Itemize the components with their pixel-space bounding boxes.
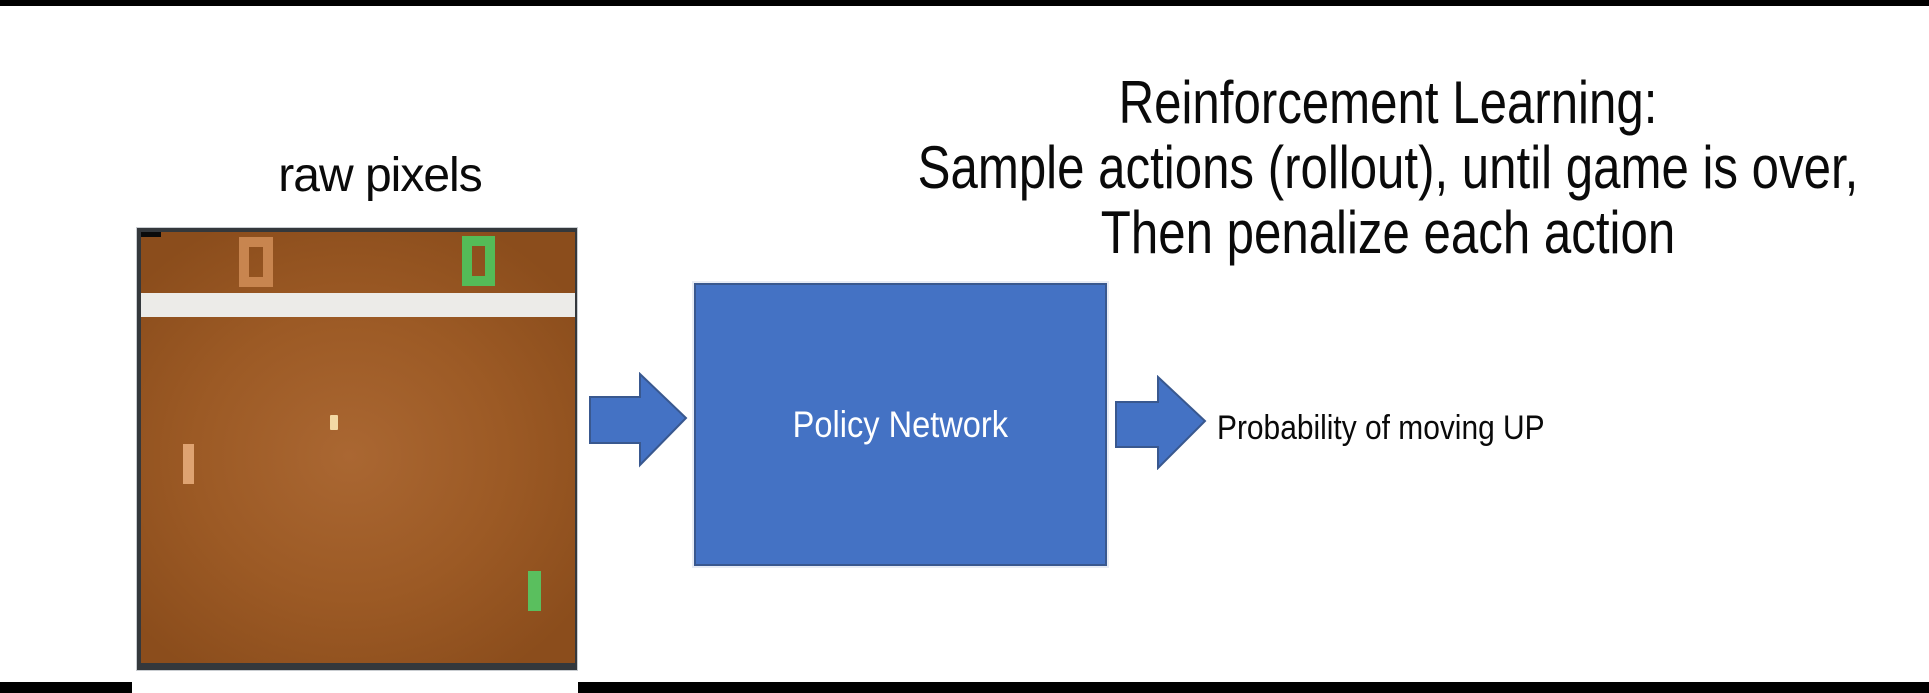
output-arrow-icon (1115, 375, 1207, 470)
left-paddle (183, 444, 194, 484)
left-score-digit (239, 237, 273, 287)
bottom-letterbox-bar-right (578, 682, 1929, 693)
pong-screenshot (137, 228, 577, 670)
screen-notch (141, 232, 161, 237)
slide-title-line-2: Sample actions (rollout), until game is … (917, 134, 1859, 201)
input-arrow-icon (589, 372, 688, 468)
bottom-letterbox-bar-left (0, 682, 132, 693)
ball (330, 415, 338, 430)
policy-network-label: Policy Network (792, 403, 1009, 445)
slide-title-line-3: Then penalize each action (1100, 199, 1676, 266)
output-probability-label: Probability of moving UP (1217, 409, 1545, 447)
game-field (141, 232, 575, 663)
right-score-digit (462, 236, 495, 286)
top-wall-stripe (141, 293, 575, 317)
policy-network-box: Policy Network (694, 283, 1107, 566)
slide-title: Reinforcement Learning: Sample actions (… (857, 70, 1920, 265)
top-letterbox-bar (0, 0, 1929, 6)
slide-title-line-1: Reinforcement Learning: (1118, 69, 1658, 136)
right-paddle (528, 571, 541, 611)
raw-pixels-caption: raw pixels (278, 149, 482, 202)
